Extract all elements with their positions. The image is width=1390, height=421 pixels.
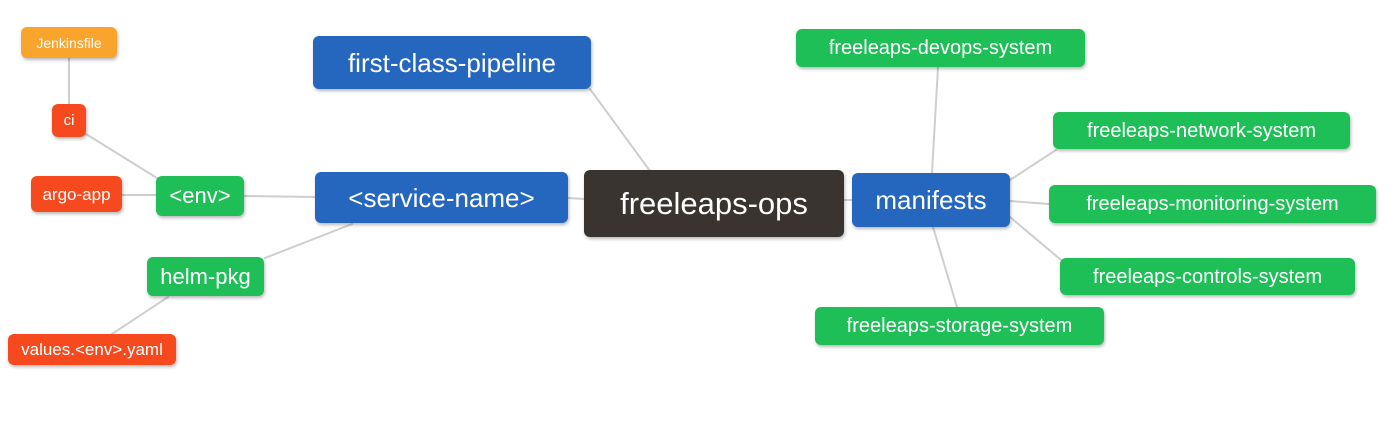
edge-manifests-controls — [1009, 216, 1062, 261]
node-service-name[interactable]: <service-name> — [315, 172, 568, 223]
edge-pipeline-root — [589, 88, 651, 172]
node-ci[interactable]: ci — [52, 104, 86, 137]
node-argo-app[interactable]: argo-app — [31, 176, 122, 212]
node-freeleaps-monitoring-system[interactable]: freeleaps-monitoring-system — [1049, 185, 1376, 223]
node-values-env-yaml[interactable]: values.<env>.yaml — [8, 334, 176, 365]
edge-manifests-network — [1009, 149, 1057, 181]
node-freeleaps-devops-system[interactable]: freeleaps-devops-system — [796, 29, 1085, 67]
node-manifests[interactable]: manifests — [852, 173, 1010, 227]
edge-manifests-devops — [931, 66, 939, 174]
edge-helm-pkg-service-name — [264, 223, 353, 259]
edge-manifests-monitoring — [1009, 200, 1050, 205]
node-freeleaps-controls-system[interactable]: freeleaps-controls-system — [1060, 258, 1355, 295]
node-freeleaps-ops-root[interactable]: freeleaps-ops — [584, 170, 844, 237]
node-freeleaps-network-system[interactable]: freeleaps-network-system — [1053, 112, 1350, 149]
edge-service-name-root — [567, 197, 586, 200]
edge-env-service-name — [243, 195, 316, 198]
node-jenkinsfile[interactable]: Jenkinsfile — [21, 27, 117, 58]
node-env[interactable]: <env> — [156, 176, 244, 216]
edge-ci-env — [85, 133, 158, 179]
edge-values-helm-pkg — [111, 296, 169, 335]
node-freeleaps-storage-system[interactable]: freeleaps-storage-system — [815, 307, 1104, 345]
edge-manifests-storage — [932, 226, 958, 308]
node-helm-pkg[interactable]: helm-pkg — [147, 257, 264, 296]
node-first-class-pipeline[interactable]: first-class-pipeline — [313, 36, 591, 89]
